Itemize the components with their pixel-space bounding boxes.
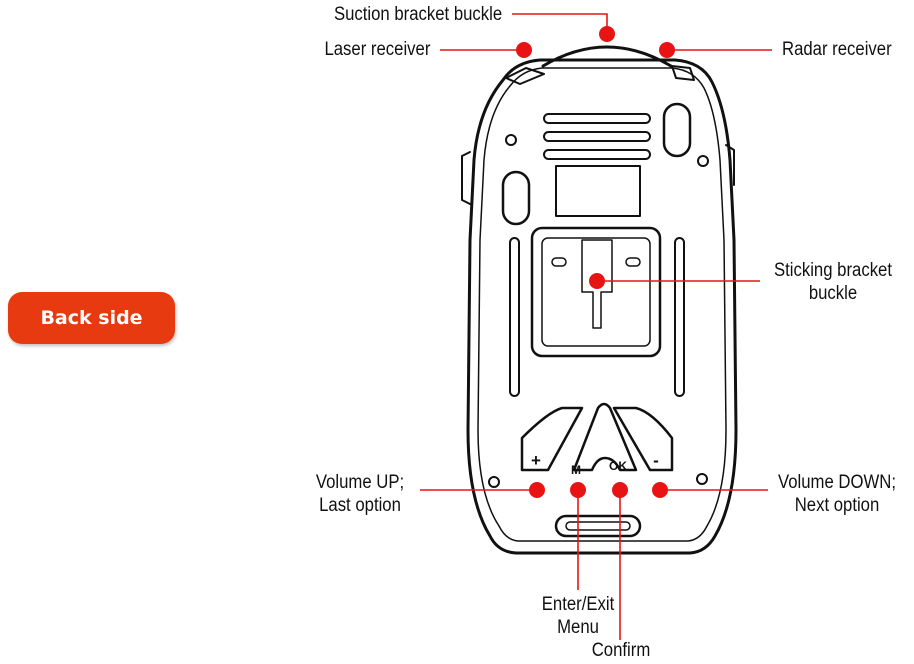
sticking-bracket-label-line2: buckle [808, 283, 858, 304]
menu-ok-button [572, 402, 638, 472]
sticking-bracket-label-line1: Sticking bracket [773, 260, 893, 281]
screw-top-left [505, 134, 517, 146]
radar-receiver-label: Radar receiver [782, 39, 892, 60]
bracket-slot-right [625, 257, 641, 267]
enter-exit-label-line1: Enter/Exit [541, 594, 615, 615]
radar-receiver-dot [659, 42, 675, 58]
suction-bracket-label: Suction bracket buckle [333, 4, 502, 25]
left-groove [509, 237, 520, 397]
screw-bottom-left [488, 476, 500, 488]
volume-up-dot [529, 482, 545, 498]
enter-exit-label-line2: Menu [557, 617, 599, 638]
minus-button-label: - [653, 451, 659, 470]
right-groove [674, 237, 685, 397]
volume-up-label-line1: Volume UP; [315, 472, 405, 493]
volume-down-label-line1: Volume DOWN; [777, 472, 897, 493]
enter-exit-dot [570, 482, 586, 498]
vent-slot [543, 131, 651, 142]
minus-button [612, 406, 674, 472]
vent-slot [543, 113, 651, 124]
label-recess [555, 165, 641, 217]
device-inner-edge [477, 67, 727, 542]
right-side-tab [725, 144, 735, 186]
plus-button [520, 406, 584, 472]
bottom-speaker-slot-inner [565, 521, 631, 531]
vent-slot [543, 149, 651, 160]
sticking-bracket-dot [589, 273, 605, 289]
device-body [466, 58, 738, 555]
volume-down-label-line2: Next option [794, 495, 880, 516]
plus-button-label: + [531, 451, 541, 470]
bottom-speaker-slot [554, 514, 642, 538]
menu-button-label: M [571, 463, 581, 477]
top-cap [541, 45, 673, 68]
confirm-dot [612, 482, 628, 498]
sticking-bracket-plate [530, 226, 662, 358]
volume-up-label-line2: Last option [319, 495, 401, 516]
bracket-slot-left [551, 257, 567, 267]
back-side-badge: Back side [8, 292, 175, 344]
upper-left-pill-button [501, 170, 531, 226]
volume-down-dot [652, 482, 668, 498]
screw-top-right [697, 155, 709, 167]
laser-receiver-label: Laser receiver [324, 39, 430, 60]
ok-button-label: OK [609, 459, 627, 473]
confirm-label: Confirm [591, 640, 651, 661]
bracket-key-shape [581, 239, 613, 329]
laser-receiver-dot [516, 42, 532, 58]
laser-receiver-window [505, 67, 545, 85]
radar-receiver-window [671, 65, 695, 81]
suction-bracket-dot [599, 26, 615, 42]
suction-bracket-leader [512, 13, 608, 34]
screw-bottom-right [696, 473, 708, 485]
left-side-tab [461, 151, 471, 205]
upper-right-pill-button [662, 102, 692, 158]
sticking-bracket-inner [541, 237, 651, 347]
